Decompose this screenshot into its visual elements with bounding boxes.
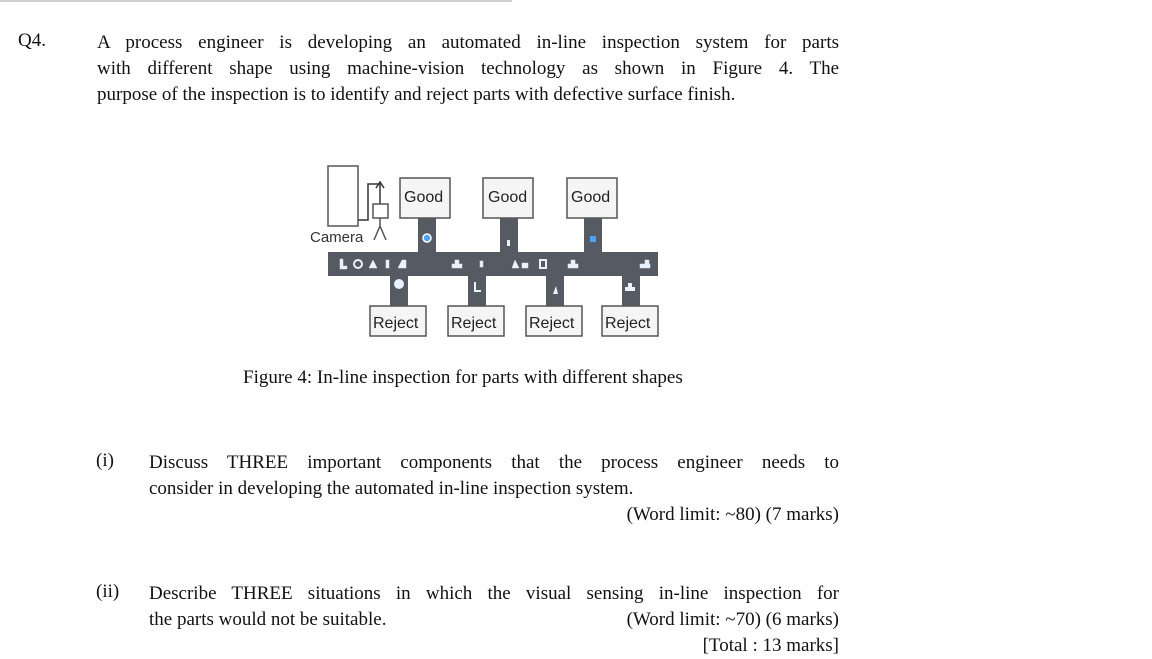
part-bar bbox=[385, 259, 390, 269]
good-label-3: Good bbox=[571, 189, 610, 206]
part-frame bbox=[539, 259, 547, 269]
part-ii-line-2-row: the parts would not be suitable. (Word l… bbox=[149, 607, 839, 633]
monitor-icon bbox=[327, 165, 359, 227]
belt-parts bbox=[339, 258, 651, 270]
part-step-2-top bbox=[570, 259, 576, 265]
part-ii-text: Describe THREE situations in which the v… bbox=[149, 581, 839, 659]
part-ring bbox=[353, 259, 363, 269]
part-step-3 bbox=[639, 263, 651, 269]
good-box-2 bbox=[482, 177, 534, 219]
part-small bbox=[479, 260, 484, 268]
inspection-diagram: Camera Good Good Good Reject Reject Reje… bbox=[310, 165, 659, 337]
good-box-1 bbox=[399, 177, 451, 219]
total-marks: [Total : 13 marks] bbox=[702, 635, 839, 656]
camera-label: Camera bbox=[310, 229, 364, 246]
good-chute-3 bbox=[584, 216, 602, 252]
part-good-ring bbox=[422, 233, 432, 243]
part-reject-wedge bbox=[553, 286, 558, 294]
part-reject-step bbox=[625, 287, 635, 291]
good-box-3 bbox=[566, 177, 618, 219]
reject-label-3: Reject bbox=[529, 315, 575, 332]
part-triangle bbox=[368, 259, 378, 269]
part-good-block bbox=[590, 236, 596, 242]
part-ii-marks: (Word limit: ~70) (6 marks) bbox=[626, 609, 839, 630]
camera-icon bbox=[372, 203, 389, 219]
part-step-1 bbox=[451, 263, 463, 269]
part-step-2 bbox=[567, 263, 579, 269]
reject-box-3 bbox=[525, 305, 583, 337]
part-reject-disc bbox=[394, 279, 404, 289]
part-step-1-top bbox=[454, 259, 460, 265]
question-line-3: purpose of the inspection is to identify… bbox=[97, 84, 736, 105]
good-label-1: Good bbox=[404, 189, 443, 206]
part-l-shape bbox=[339, 258, 348, 270]
part-wedge bbox=[397, 259, 407, 269]
good-chute-2 bbox=[500, 216, 518, 252]
reject-box-4 bbox=[601, 305, 659, 337]
inspection-figure: Camera Good Good Good Reject Reject Reje… bbox=[300, 160, 670, 340]
part-ii-line-2: the parts would not be suitable. bbox=[149, 609, 387, 630]
question-text: A process engineer is developing an auto… bbox=[97, 30, 839, 108]
question-number: Q4. bbox=[18, 30, 46, 51]
question-line-1: A process engineer is developing an auto… bbox=[97, 32, 839, 53]
part-reject-step-top bbox=[628, 283, 632, 287]
tripod-icon bbox=[373, 218, 387, 241]
top-divider bbox=[0, 0, 512, 2]
reject-label-2: Reject bbox=[451, 315, 497, 332]
part-i-text: Discuss THREE important components that … bbox=[149, 450, 839, 528]
part-ii-number: (ii) bbox=[96, 581, 120, 602]
reject-box-1 bbox=[369, 305, 427, 337]
part-reject-l bbox=[474, 282, 481, 292]
reject-label-4: Reject bbox=[605, 315, 651, 332]
part-i-line-1: Discuss THREE important components that … bbox=[149, 452, 839, 473]
reject-label-1: Reject bbox=[373, 315, 419, 332]
part-good-bar bbox=[507, 240, 510, 246]
cable-arrow-icon bbox=[375, 180, 385, 189]
conveyor-belt bbox=[328, 252, 658, 276]
reject-box-2 bbox=[447, 305, 505, 337]
part-i-line-2: consider in developing the automated in-… bbox=[149, 478, 634, 499]
part-i-marks: (Word limit: ~80) (7 marks) bbox=[626, 504, 839, 525]
part-block bbox=[521, 262, 529, 269]
part-ii-line-1: Describe THREE situations in which the v… bbox=[149, 583, 839, 604]
part-triangle-2 bbox=[511, 259, 520, 269]
good-label-2: Good bbox=[488, 189, 527, 206]
part-step-3-top bbox=[644, 259, 650, 265]
camera-cable bbox=[358, 183, 381, 221]
figure-caption: Figure 4: In-line inspection for parts w… bbox=[243, 367, 683, 388]
question-line-2: with different shape using machine-visio… bbox=[97, 58, 839, 79]
part-i-number: (i) bbox=[96, 450, 114, 471]
